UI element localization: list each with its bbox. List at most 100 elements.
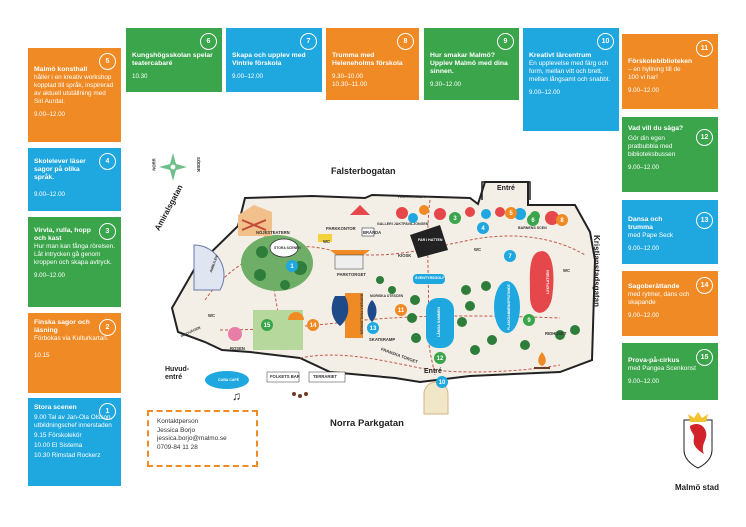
label-branda: BRÄNDA [363,230,382,235]
card-desc: – en hyllning till de 100 vi har! [628,66,681,82]
entrance-main: Huvud- entré [165,366,190,382]
card-desc: med rytmer, dans och skapande [628,291,690,307]
label-skateramp: SKATERAMP [369,337,396,342]
card-6-kungshogsskolan: Kungshögsskolan spelar teatercabaré 10.3… [126,28,222,92]
card-time: 9.00–12.00 [34,272,65,280]
number-badge: 8 [397,33,414,50]
label-parkkontor: PARKKONTOR [326,226,356,231]
card-4-skolelever: Skolelever läser sagor på olika språk. 9… [28,148,121,211]
label-langa-dammen: LÅNGA DAMMEN [436,307,441,337]
label-cuba-cafe: CUBA CAFÉ [218,378,240,382]
label-terrariet: TERRARIET [313,374,337,379]
entrance-arch [423,381,449,415]
svg-text:11: 11 [398,308,405,314]
card-line: 10.00 El Sistema [34,442,83,450]
card-title: Sagoberättande [628,283,680,290]
label-franska-torget: FRANSKA TORGET [380,346,419,365]
card-8-trumma: Trumma med Heleneholms förskola 9.30–10.… [326,28,419,100]
contact-phone: 0709-84 11 28 [157,443,198,451]
number-badge: 4 [99,153,116,170]
card-10-kreativt: Kreativt lärcentrum En upplevelse med fä… [523,28,619,131]
number-badge: 7 [300,33,317,50]
card-time: 9.00–12.00 [628,378,659,386]
card-title: Förskolebiblioteken [628,58,693,65]
svg-text:12: 12 [437,356,444,362]
compass-south: SÖDER [195,157,201,172]
card-13-dansa-trumma: Dansa och trumma med Pape Seck 9.00–12.0… [622,200,718,264]
card-title: Virvla, rulla, hopp och kast [34,227,91,243]
label-ambulen: AMBULEN [209,254,219,274]
label-infovagen: INFOVÄGEN [180,325,202,339]
number-badge: 3 [99,223,116,240]
number-badge: 5 [99,53,116,70]
svg-text:9: 9 [527,318,531,324]
card-time: 9.00–12.00 [628,312,659,320]
card-14-sagoberattande: Sagoberättande med rytmer, dans och skap… [622,271,718,336]
label-far-i-hatten: FAR I HATTEN [418,238,443,242]
label-barnens-scen: BARNENS SCEN [518,226,547,230]
card-desc: Gör din egen pratbubbla med biblioteksbu… [628,135,676,159]
card-title: Malmö konsthall [34,66,88,73]
svg-text:10: 10 [439,380,446,386]
label-rosen: ROSEN [230,346,245,351]
card-time: 10.30 [132,73,148,81]
label-wc-3: WC [563,268,570,273]
card-time-2: 10.30–11.00 [332,81,368,89]
label-lekplatsen: LEKPLATSEN [545,270,550,294]
card-time: 9.00–12.00 [628,164,659,172]
street-east: Kristianstadsgatan [592,235,601,308]
number-badge: 12 [696,129,713,146]
compass-north: NORR [151,158,157,171]
card-title: Prova-på-cirkus [628,357,680,364]
number-badge: 2 [99,319,116,336]
paw-prints-icon [292,392,308,398]
campfire-icon [534,352,550,369]
path-line [204,235,586,301]
contact-heading: Kontaktperson [157,418,199,425]
street-south: Norra Parkgatan [330,418,404,429]
card-11-forskolebiblioteken: Förskolebiblioteken – en hyllning till d… [622,34,718,109]
path-line [427,199,436,376]
ambulen-area [193,244,225,291]
label-nojesteatern: NÖJESTEATERN [256,230,290,235]
card-title: Stora scenen [34,404,77,411]
svg-text:5: 5 [509,211,513,217]
card-title: Kungshögsskolan spelar teatercabaré [132,52,213,68]
card-desc: En upplevelse med färg och form, mellan … [529,60,611,84]
svg-text:3: 3 [453,216,457,222]
label-plaskdammen: PLASKDAMMEN/SPRUTANDE [506,284,511,330]
card-12-vad-vill-du-saga: Vad vill du säga? Gör din egen pratbubbl… [622,117,718,192]
card-time: 10.15 [34,352,50,360]
number-badge: 13 [696,212,713,229]
card-time: 9.00–12.00 [34,111,65,119]
contact-email[interactable]: jessica.borjo@malmo.se [157,435,227,443]
rosen-garden [253,310,303,350]
malmo-stad-logo [683,412,713,469]
svg-text:8: 8 [560,218,564,224]
card-desc: med Pape Seck [628,232,674,240]
number-badge: 1 [99,403,116,420]
card-desc: håller i en kreativ workshop kopplad til… [34,74,114,106]
compass-icon [159,153,187,181]
card-1-stora-scenen: Stora scenen 9.00 Tal av Jan-Ola Olsson,… [28,398,121,486]
svg-text:14: 14 [310,323,317,329]
label-ridhuset: RIDHUSET [545,331,567,336]
label-park-grillen: PARK-GRILLEN [398,195,425,199]
card-time: 9.00–12.00 [628,245,659,253]
contact-name: Jessica Borjo [157,426,196,434]
label-moriska-utescen: MORISKA UTESCEN [370,294,404,298]
card-title: Skolelever läser sagor på olika språk. [34,158,86,182]
card-3-virvla: Virvla, rulla, hopp och kast Hur man kan… [28,217,121,307]
label-folkets-bar: FOLKETS BAR [270,374,300,379]
label-stora-scenen: STORA SCENEN [274,246,301,250]
card-time: 9.00–12.00 [529,89,560,97]
svg-text:1: 1 [290,264,294,270]
svg-text:13: 13 [370,326,377,332]
lekplatsen-area [529,251,554,313]
label-wc-2: WC [474,247,481,252]
card-desc: Förbokas via Kulturkartan. [34,335,109,343]
entrance-top: Entré [497,185,515,192]
label-wc-4: WC [208,313,215,318]
entrance-bottom: Entré [424,368,442,375]
hill [241,235,313,291]
